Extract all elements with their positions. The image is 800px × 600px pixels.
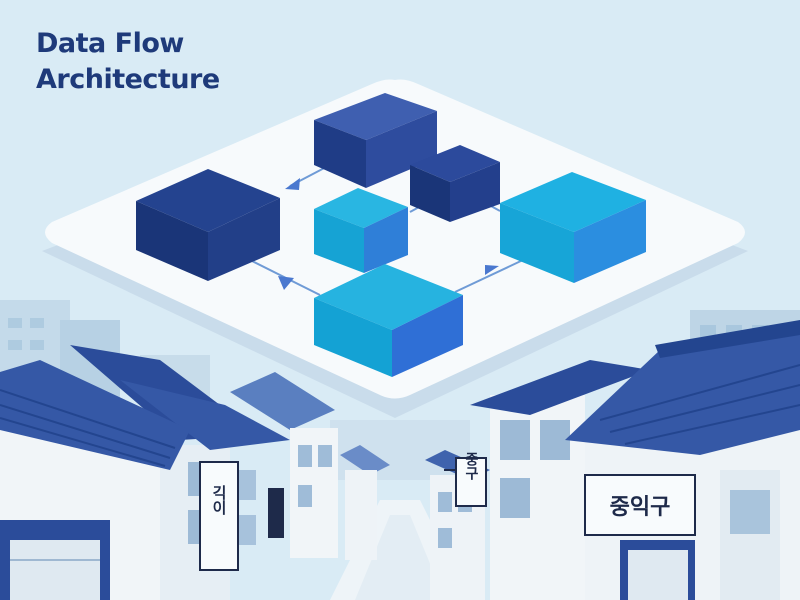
left-vertical-sign: 긱이 [210, 484, 228, 516]
block-left-dark [136, 169, 280, 281]
page-title: Data Flow Architecture [36, 26, 220, 98]
center-vertical-sign: 중구 [463, 452, 479, 481]
block-top-dark [314, 93, 437, 188]
title-line-1: Data Flow [36, 28, 184, 59]
arrow-left-icon [285, 178, 300, 190]
right-mid-buildings [425, 450, 490, 600]
block-middle-dark [410, 145, 500, 222]
arrow-right-icon [485, 265, 499, 275]
arrow-up-icon [278, 276, 294, 290]
right-horizontal-sign: 중익구 [610, 495, 671, 520]
left-building [0, 345, 290, 600]
title-line-2: Architecture [36, 64, 220, 95]
block-center-cyan [314, 188, 408, 273]
left-mid-buildings [230, 372, 390, 560]
right-building [470, 320, 800, 600]
block-bottom-cyan [314, 264, 463, 377]
block-right-cyan [500, 172, 646, 283]
